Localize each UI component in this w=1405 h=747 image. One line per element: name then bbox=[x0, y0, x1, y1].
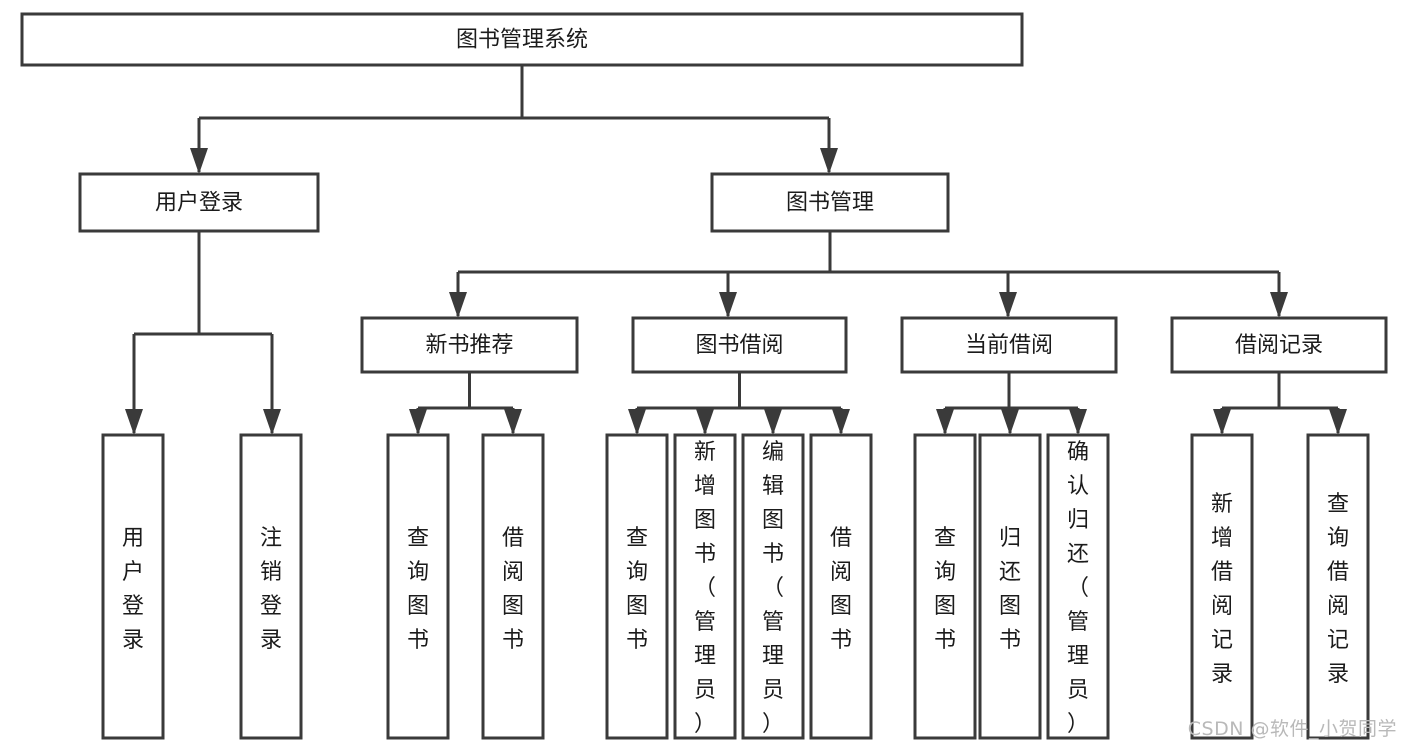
leaf-node-leaf-user-login[interactable]: 用户登录 bbox=[101, 433, 165, 740]
node-label-book-manage: 图书管理 bbox=[786, 191, 874, 216]
leaf-node-leaf-br-add-record[interactable]: 新增借阅记录 bbox=[1190, 433, 1254, 740]
arrow-head-icon-leaf-user-login bbox=[125, 409, 143, 435]
arrow-head-icon-leaf-cb-return-book bbox=[1001, 409, 1019, 435]
node-label-user-login: 用户登录 bbox=[155, 191, 243, 216]
node-label-leaf-bb-query-book: 查询图书 bbox=[626, 526, 648, 653]
node-box-leaf-bb-query-book[interactable] bbox=[605, 433, 669, 740]
leaf-node-leaf-br-query-record[interactable]: 查询借阅记录 bbox=[1306, 433, 1370, 740]
arrow-head-icon-leaf-bb-edit-book bbox=[764, 409, 782, 435]
node-box-leaf-cb-query-book[interactable] bbox=[913, 433, 977, 740]
node-label-leaf-user-logout: 注销登录 bbox=[260, 526, 282, 653]
arrow-head-icon-leaf-br-query-record bbox=[1329, 409, 1347, 435]
node-label-leaf-br-add-record: 新增借阅记录 bbox=[1211, 492, 1233, 687]
node-label-leaf-bb-borrow-book: 借阅图书 bbox=[830, 526, 852, 653]
leaf-node-leaf-rec-borrow-book[interactable]: 借阅图书 bbox=[481, 433, 545, 740]
level1-node-user-login[interactable]: 用户登录 bbox=[78, 172, 320, 233]
level2-node-borrow-record[interactable]: 借阅记录 bbox=[1170, 316, 1388, 374]
node-box-leaf-user-logout[interactable] bbox=[239, 433, 303, 740]
leaf-node-leaf-bb-query-book[interactable]: 查询图书 bbox=[605, 433, 669, 740]
arrow-head-icon-book-manage bbox=[820, 148, 838, 174]
node-box-book-manage[interactable] bbox=[710, 172, 950, 233]
leaf-node-leaf-bb-borrow-book[interactable]: 借阅图书 bbox=[809, 433, 873, 740]
node-label-book-borrow: 图书借阅 bbox=[695, 333, 783, 358]
arrow-head-icon-borrow-record bbox=[1270, 292, 1288, 318]
node-label-leaf-bb-edit-book: 编辑图书（管理员） bbox=[762, 440, 784, 737]
arrow-head-icon-leaf-cb-confirm-return bbox=[1069, 409, 1087, 435]
level2-node-current-borrow[interactable]: 当前借阅 bbox=[900, 316, 1118, 374]
level2-node-new-book-rec[interactable]: 新书推荐 bbox=[360, 316, 579, 374]
node-box-current-borrow[interactable] bbox=[900, 316, 1118, 374]
node-box-new-book-rec[interactable] bbox=[360, 316, 579, 374]
node-box-leaf-user-login[interactable] bbox=[101, 433, 165, 740]
node-label-leaf-rec-borrow-book: 借阅图书 bbox=[502, 526, 524, 653]
arrow-head-icon-leaf-cb-query-book bbox=[936, 409, 954, 435]
node-box-leaf-cb-confirm-return[interactable] bbox=[1046, 433, 1110, 740]
node-box-root[interactable] bbox=[20, 12, 1024, 67]
leaf-node-leaf-rec-query-book[interactable]: 查询图书 bbox=[386, 433, 450, 740]
arrow-head-icon-user-login bbox=[190, 148, 208, 174]
leaf-node-leaf-bb-edit-book[interactable]: 编辑图书（管理员） bbox=[741, 433, 805, 740]
node-label-new-book-rec: 新书推荐 bbox=[425, 333, 513, 358]
node-box-borrow-record[interactable] bbox=[1170, 316, 1388, 374]
node-label-leaf-br-query-record: 查询借阅记录 bbox=[1327, 492, 1349, 687]
node-label-leaf-cb-return-book: 归还图书 bbox=[999, 526, 1021, 653]
leaf-node-leaf-cb-query-book[interactable]: 查询图书 bbox=[913, 433, 977, 740]
node-label-root: 图书管理系统 bbox=[456, 28, 588, 53]
node-box-book-borrow[interactable] bbox=[631, 316, 848, 374]
arrow-head-icon-leaf-rec-borrow-book bbox=[504, 409, 522, 435]
node-label-current-borrow: 当前借阅 bbox=[965, 333, 1053, 358]
node-box-leaf-bb-add-book[interactable] bbox=[673, 433, 737, 740]
node-label-leaf-bb-add-book: 新增图书（管理员） bbox=[694, 440, 716, 737]
leaf-node-leaf-user-logout[interactable]: 注销登录 bbox=[239, 433, 303, 740]
node-label-leaf-user-login: 用户登录 bbox=[122, 526, 144, 653]
arrow-head-icon-leaf-br-add-record bbox=[1213, 409, 1231, 435]
node-label-leaf-rec-query-book: 查询图书 bbox=[407, 526, 429, 653]
node-label-leaf-cb-query-book: 查询图书 bbox=[934, 526, 956, 653]
node-box-leaf-br-query-record[interactable] bbox=[1306, 433, 1370, 740]
csdn-watermark: CSDN @软件_小贺同学 bbox=[1187, 718, 1397, 740]
node-box-leaf-cb-return-book[interactable] bbox=[978, 433, 1042, 740]
level2-node-book-borrow[interactable]: 图书借阅 bbox=[631, 316, 848, 374]
arrow-head-icon-leaf-bb-borrow-book bbox=[832, 409, 850, 435]
arrow-head-icon-leaf-rec-query-book bbox=[409, 409, 427, 435]
node-label-leaf-cb-confirm-return: 确认归还（管理员） bbox=[1067, 440, 1089, 737]
arrow-head-icon-leaf-bb-query-book bbox=[628, 409, 646, 435]
root-node-root[interactable]: 图书管理系统 bbox=[20, 12, 1024, 67]
node-box-leaf-br-add-record[interactable] bbox=[1190, 433, 1254, 740]
node-box-leaf-bb-borrow-book[interactable] bbox=[809, 433, 873, 740]
node-layer: 图书管理系统用户登录图书管理新书推荐图书借阅当前借阅借阅记录用户登录注销登录查询… bbox=[20, 12, 1388, 740]
leaf-node-leaf-bb-add-book[interactable]: 新增图书（管理员） bbox=[673, 433, 737, 740]
connector-layer bbox=[125, 65, 1347, 435]
arrow-head-icon-current-borrow bbox=[999, 292, 1017, 318]
node-box-leaf-rec-query-book[interactable] bbox=[386, 433, 450, 740]
node-box-leaf-rec-borrow-book[interactable] bbox=[481, 433, 545, 740]
arrow-head-icon-leaf-user-logout bbox=[263, 409, 281, 435]
arrow-head-icon-book-borrow bbox=[719, 292, 737, 318]
node-box-user-login[interactable] bbox=[78, 172, 320, 233]
arrow-head-icon-leaf-bb-add-book bbox=[696, 409, 714, 435]
node-label-borrow-record: 借阅记录 bbox=[1235, 333, 1323, 358]
leaf-node-leaf-cb-return-book[interactable]: 归还图书 bbox=[978, 433, 1042, 740]
node-box-leaf-bb-edit-book[interactable] bbox=[741, 433, 805, 740]
leaf-node-leaf-cb-confirm-return[interactable]: 确认归还（管理员） bbox=[1046, 433, 1110, 740]
arrow-head-icon-new-book-rec bbox=[449, 292, 467, 318]
level1-node-book-manage[interactable]: 图书管理 bbox=[710, 172, 950, 233]
